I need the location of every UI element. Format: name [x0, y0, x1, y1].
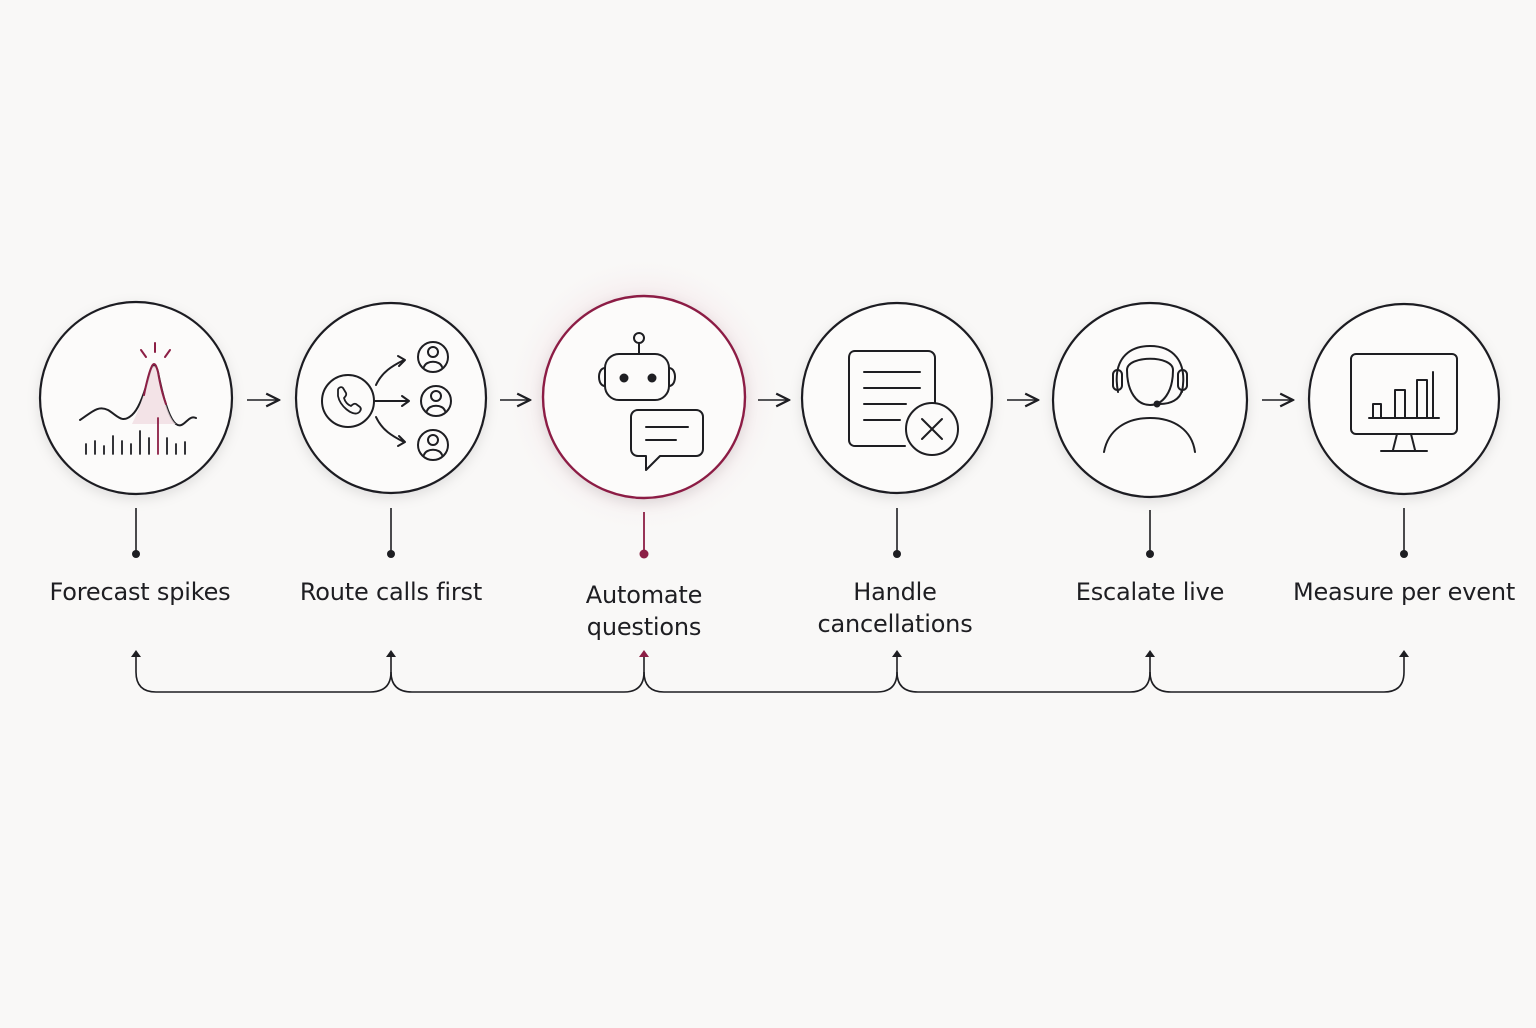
step-circle-2[interactable] [294, 301, 488, 495]
step-circle-4[interactable] [800, 301, 994, 495]
bracket-arrowheads [131, 650, 1409, 657]
step-label-2: Route calls first [299, 578, 483, 606]
step-circle-1[interactable] [38, 300, 234, 496]
dashboard-monitor-icon [1350, 353, 1458, 452]
feedback-bracket [135, 654, 1405, 693]
step-circle-5[interactable] [1051, 301, 1249, 499]
step-label-5: Escalate live [1075, 578, 1225, 606]
step-label-6: Measure per event [1292, 578, 1516, 606]
spike-wave-icon [79, 342, 197, 455]
chatbot-icon [598, 332, 704, 471]
step-label-4: Handle cancellations [817, 578, 973, 638]
connector-stems [132, 508, 1408, 559]
step-label-3: Automate questions [585, 581, 703, 641]
step-label-1: Forecast spikes [49, 578, 231, 606]
step-circle-3[interactable] [541, 294, 747, 500]
headset-agent-icon [1103, 345, 1196, 453]
call-routing-icon [321, 341, 452, 461]
cancel-document-icon [848, 350, 959, 456]
